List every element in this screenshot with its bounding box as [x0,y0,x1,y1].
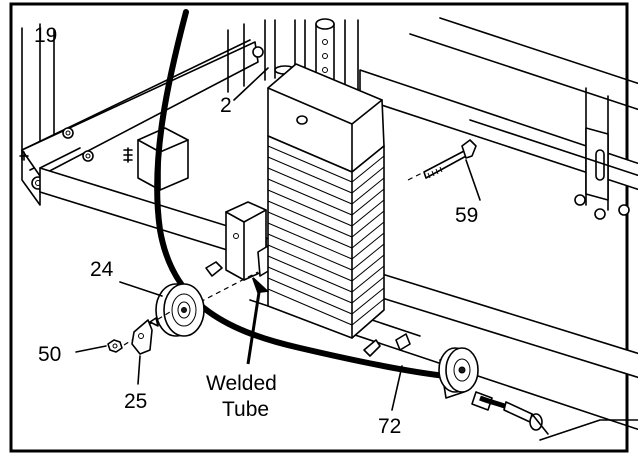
bracket-25 [131,311,171,355]
bolt-59 [407,139,477,181]
label-part-50: 50 [38,343,61,366]
figure-number: 19 [34,24,57,47]
label-part-24: 24 [90,258,114,281]
label-part-25: 25 [124,390,147,413]
nut-50 [107,339,133,353]
arrowhead [252,277,270,294]
leader-lines [75,67,481,411]
label-part-72: 72 [378,415,401,438]
label-part-2: 2 [220,94,232,117]
label-tube: Tube [222,398,269,421]
figure-border [9,2,629,453]
pulley-24 [155,271,259,337]
right-pulley [438,347,549,435]
label-part-59: 59 [455,204,478,227]
weight-stack [267,63,385,339]
label-welded: Welded [206,372,277,395]
welded-tube-bracket [205,201,271,281]
